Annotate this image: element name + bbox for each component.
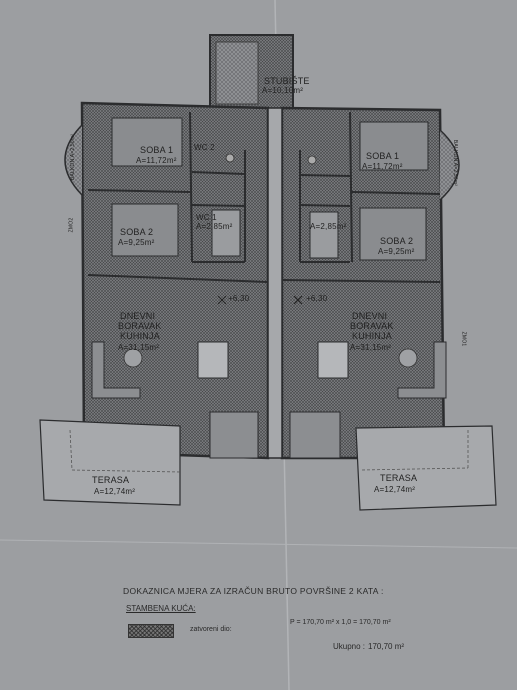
right-living-line1: DNEVNI [352, 311, 388, 321]
toilet-right [307, 155, 317, 165]
right-living-line3: KUHINJA [352, 331, 392, 341]
coffee-table-left [123, 348, 143, 368]
right-living-area: A=31,15m² [350, 343, 392, 352]
right-elevation: +6,30 [306, 294, 328, 303]
left-zmo-tag: ZMO2 [68, 217, 75, 233]
right-inner-walls [281, 111, 441, 283]
sofa-left [91, 341, 141, 399]
bathtub-right [309, 211, 339, 259]
kitchen-left [209, 411, 259, 459]
right-soba2-name: SOBA 2 [380, 236, 414, 246]
legend-subtitle: STAMBENA KUĆA: [126, 604, 196, 613]
terrace-right [355, 425, 497, 511]
left-wc1-name: WC 1 [196, 213, 217, 222]
terrace-left [39, 419, 181, 506]
central-wall-gap [267, 107, 283, 459]
stairwell-name: STUBIŠTE [264, 76, 310, 86]
right-living-line2: BORAVAK [350, 321, 394, 331]
kitchen-right [289, 411, 341, 459]
left-soba1-area: A=11,72m² [136, 156, 177, 165]
left-terrace-area: A=12,74m² [94, 487, 136, 496]
toilet-left [225, 153, 235, 163]
left-wc2-name: WC 2 [194, 143, 215, 152]
bed-right-soba2 [359, 207, 427, 261]
right-zmo-tag: ZMO1 [460, 331, 467, 347]
legend-total-value: 170,70 m² [368, 642, 405, 651]
left-inner-walls [87, 111, 269, 283]
legend-hatch-swatch [128, 624, 174, 638]
stairwell-area: A=10,10m² [262, 86, 304, 95]
sofa-right [397, 341, 447, 399]
left-balcony-label: BALKON A=2,56m² [70, 133, 77, 181]
right-terrace-name: TERASA [380, 473, 418, 483]
left-wc1-area: A=2,85m² [196, 222, 233, 231]
dining-table-left [197, 341, 229, 379]
right-soba1-area: A=11,72m² [362, 162, 403, 171]
coffee-table-right [398, 348, 418, 368]
right-soba1-name: SOBA 1 [366, 151, 400, 161]
bed-right-soba1 [359, 121, 429, 171]
left-soba1-name: SOBA 1 [140, 145, 174, 155]
legend-title: DOKAZNICA MJERA ZA IZRAČUN BRUTO POVRŠIN… [123, 586, 384, 596]
balcony-left [64, 124, 83, 196]
elevation-marker-right [293, 295, 303, 305]
dining-table-right [317, 341, 349, 379]
right-balcony-label: BALKON A=2,56m² [452, 139, 459, 187]
bed-left-soba2 [111, 203, 179, 257]
left-living-area: A=31,15m² [118, 343, 160, 352]
left-living-line1: DNEVNI [120, 311, 156, 321]
left-soba2-name: SOBA 2 [120, 227, 154, 237]
left-living-line3: KUHINJA [120, 331, 160, 341]
bed-left-soba1 [111, 117, 183, 167]
bathtub-left [211, 209, 241, 257]
paper-fold-line [0, 539, 517, 549]
left-soba2-area: A=9,25m² [118, 238, 155, 247]
stair-flight [215, 41, 259, 105]
left-terrace-name: TERASA [92, 475, 130, 485]
left-elevation: +6,30 [228, 294, 250, 303]
legend-total-label: Ukupno : [333, 642, 366, 651]
legend-formula: P = 170,70 m² x 1,0 = 170,70 m² [290, 619, 391, 626]
right-terrace-area: A=12,74m² [374, 485, 416, 494]
elevation-marker-left [217, 295, 227, 305]
balcony-right [439, 129, 460, 201]
legend-closed-label: zatvoreni dio: [190, 626, 232, 633]
right-bath-area: A=2,85m² [310, 222, 347, 231]
left-living-line2: BORAVAK [118, 321, 162, 331]
right-soba2-area: A=9,25m² [378, 247, 415, 256]
